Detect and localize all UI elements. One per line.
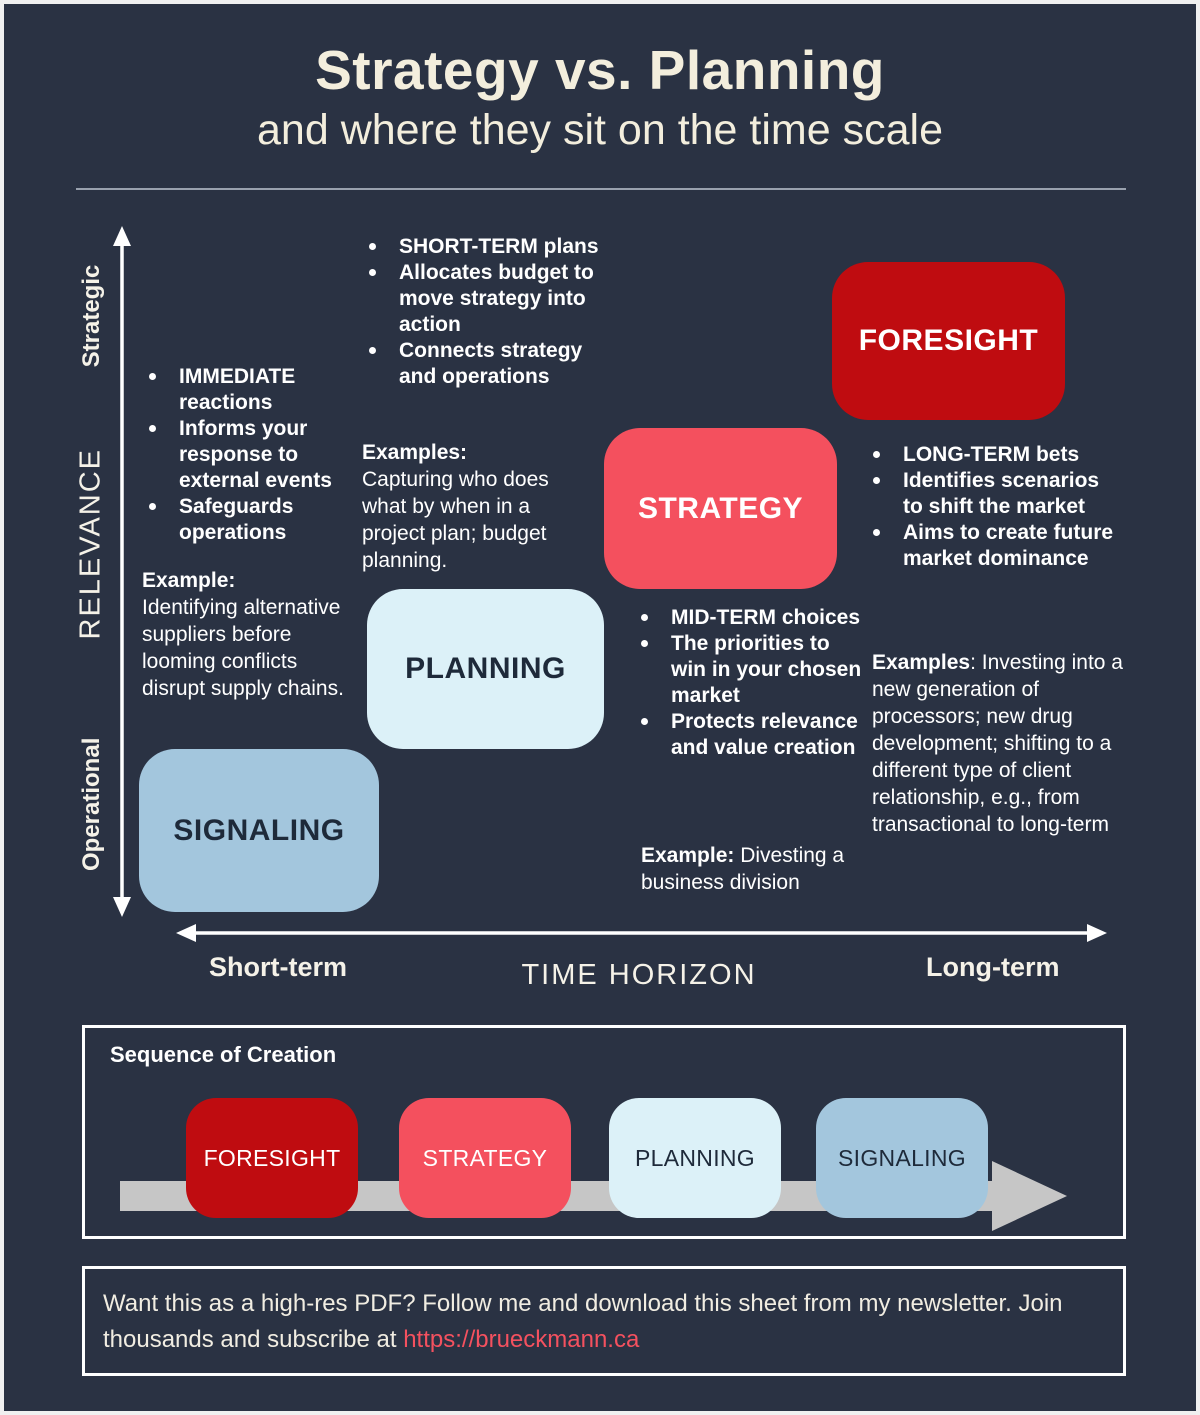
x-axis-title: TIME HORIZON bbox=[521, 959, 757, 991]
bullet-text: LONG-TERM bets bbox=[903, 443, 1080, 466]
x-axis-left-label: Short-term bbox=[209, 952, 348, 982]
bullet-dot-icon bbox=[369, 347, 376, 354]
bullet-item: Informs your response to external events bbox=[142, 416, 364, 494]
bullet-item: Aims to create future market dominance bbox=[866, 520, 1116, 572]
bullet-text: Identifies scenarios to shift the market bbox=[903, 469, 1100, 518]
bullet-text: Allocates budget to move strategy into a… bbox=[399, 261, 594, 336]
bullet-dot-icon bbox=[149, 503, 156, 510]
x-axis-right-label: Long-term bbox=[926, 952, 1060, 982]
bullet-item: The priorities to win in your chosen mar… bbox=[634, 631, 862, 709]
bullet-dot-icon bbox=[369, 269, 376, 276]
bullet-item: Identifies scenarios to shift the market bbox=[866, 468, 1116, 520]
example-label: Examples bbox=[872, 651, 971, 674]
bullet-item: Safeguards operations bbox=[142, 494, 364, 546]
strategy-box: STRATEGY bbox=[604, 428, 837, 589]
bullet-dot-icon bbox=[873, 477, 880, 484]
bullet-item: MID-TERM choices bbox=[634, 605, 862, 631]
bullet-item: Protects relevance and value creation bbox=[634, 709, 862, 761]
bullet-dot-icon bbox=[641, 614, 648, 621]
example-text: Identifying alternative suppliers before… bbox=[142, 596, 344, 700]
relevance-axis-arrow-icon bbox=[113, 226, 131, 917]
foresight-bullets: LONG-TERM bets Identifies scenarios to s… bbox=[866, 442, 1116, 572]
signaling-example: Example: Identifying alternative supplier… bbox=[142, 567, 360, 702]
bullet-dot-icon bbox=[873, 451, 880, 458]
bullet-text: Protects relevance and value creation bbox=[671, 710, 858, 759]
bullet-item: LONG-TERM bets bbox=[866, 442, 1116, 468]
header-divider bbox=[76, 188, 1126, 190]
sequence-heading: Sequence of Creation bbox=[110, 1042, 337, 1067]
page-subtitle: and where they sit on the time scale bbox=[257, 106, 943, 154]
example-text: Divesting a business division bbox=[641, 844, 845, 894]
y-axis-bottom-label: Operational bbox=[78, 737, 105, 871]
newsletter-link[interactable]: https://brueckmann.ca bbox=[403, 1326, 640, 1353]
footer-text: Want this as a high-res PDF? Follow me a… bbox=[103, 1286, 1101, 1358]
example-label: Example: bbox=[641, 844, 735, 867]
planning-bullets: SHORT-TERM plans Allocates budget to mov… bbox=[362, 234, 600, 390]
planning-example: Examples: Capturing who does what by when… bbox=[362, 439, 592, 574]
bullet-text: MID-TERM choices bbox=[671, 606, 861, 629]
bullet-text: Informs your response to external events bbox=[179, 417, 332, 492]
foresight-box-label: FORESIGHT bbox=[858, 324, 1039, 357]
foresight-example: Examples: Investing into a new generatio… bbox=[872, 649, 1127, 838]
y-axis-top-label: Strategic bbox=[78, 264, 105, 368]
y-axis-title: RELEVANCE bbox=[74, 447, 107, 640]
sequence-section: Sequence of Creation FORESIGHT STRATEGY … bbox=[82, 1025, 1126, 1239]
bullet-item: IMMEDIATE reactions bbox=[142, 364, 364, 416]
time-axis-arrow-icon bbox=[176, 924, 1107, 942]
bullet-dot-icon bbox=[641, 718, 648, 725]
footer-note: Want this as a high-res PDF? Follow me a… bbox=[82, 1266, 1126, 1376]
page-title: Strategy vs. Planning bbox=[315, 39, 885, 101]
example-label: Example: bbox=[142, 569, 236, 592]
bullet-dot-icon bbox=[149, 425, 156, 432]
bullet-text: The priorities to win in your chosen mar… bbox=[671, 632, 862, 707]
bullet-dot-icon bbox=[873, 529, 880, 536]
bullet-text: Safeguards operations bbox=[179, 495, 294, 544]
bullet-text: SHORT-TERM plans bbox=[399, 235, 599, 258]
sequence-item-planning: PLANNING bbox=[609, 1098, 781, 1218]
sequence-item-label: FORESIGHT bbox=[203, 1144, 341, 1171]
footer-text-body: Want this as a high-res PDF? Follow me a… bbox=[103, 1290, 1063, 1353]
signaling-box: SIGNALING bbox=[139, 749, 379, 912]
sequence-item-label: PLANNING bbox=[635, 1144, 755, 1171]
bullet-item: Allocates budget to move strategy into a… bbox=[362, 260, 600, 338]
example-text: Capturing who does what by when in a pro… bbox=[362, 468, 549, 572]
bullet-dot-icon bbox=[369, 243, 376, 250]
sequence-item-strategy: STRATEGY bbox=[399, 1098, 571, 1218]
signaling-bullets: IMMEDIATE reactions Informs your respons… bbox=[142, 364, 364, 546]
sequence-item-signaling: SIGNALING bbox=[816, 1098, 988, 1218]
bullet-item: Connects strategy and operations bbox=[362, 338, 600, 390]
sequence-item-label: SIGNALING bbox=[838, 1144, 966, 1171]
bullet-text: IMMEDIATE reactions bbox=[179, 365, 296, 414]
sequence-item-label: STRATEGY bbox=[422, 1144, 548, 1171]
strategy-bullets: MID-TERM choices The priorities to win i… bbox=[634, 605, 862, 761]
bullet-text: Aims to create future market dominance bbox=[903, 521, 1114, 570]
foresight-box: FORESIGHT bbox=[832, 262, 1065, 420]
planning-box: PLANNING bbox=[367, 589, 604, 749]
example-text: : Investing into a new generation of pro… bbox=[872, 651, 1123, 836]
strategy-box-label: STRATEGY bbox=[637, 491, 804, 525]
planning-box-label: PLANNING bbox=[405, 652, 566, 685]
signaling-box-label: SIGNALING bbox=[173, 813, 345, 847]
bullet-dot-icon bbox=[149, 373, 156, 380]
bullet-text: Connects strategy and operations bbox=[399, 339, 583, 388]
strategy-example: Example: Divesting a business division bbox=[641, 842, 846, 896]
example-label: Examples: bbox=[362, 441, 468, 464]
sequence-item-foresight: FORESIGHT bbox=[186, 1098, 358, 1218]
bullet-dot-icon bbox=[641, 640, 648, 647]
bullet-item: SHORT-TERM plans bbox=[362, 234, 600, 260]
